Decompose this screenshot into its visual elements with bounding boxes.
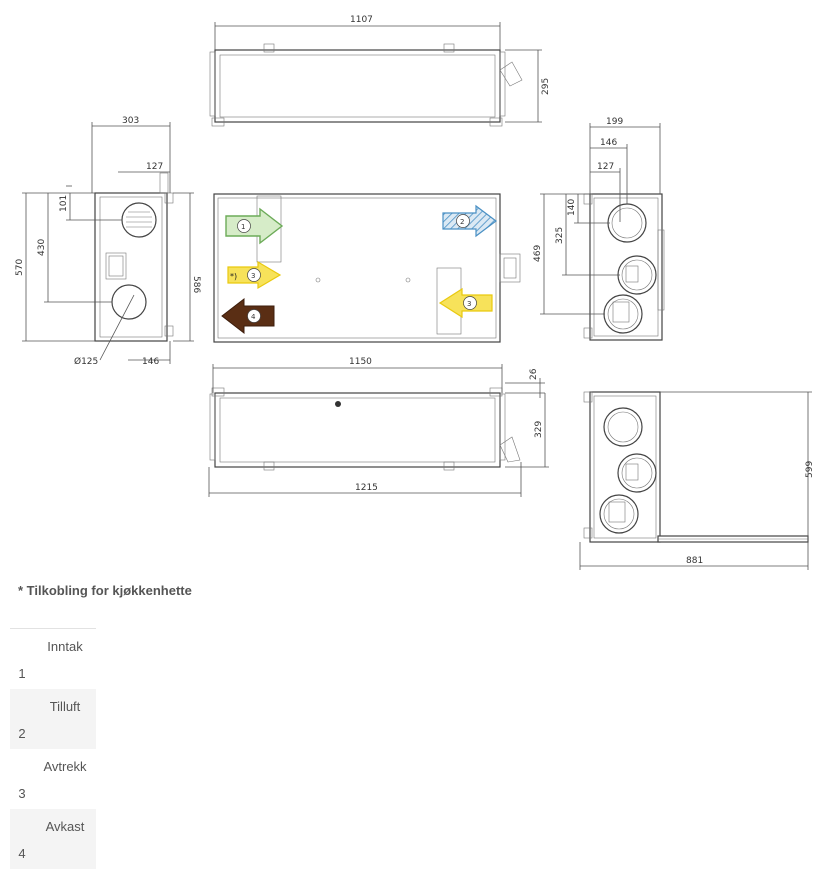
- marker-2: 2: [460, 218, 464, 226]
- left-side-view: 303 127 101 430 570 586 146 Ø125: [15, 116, 201, 367]
- dim-side-inner: 127: [146, 162, 163, 172]
- dim-corner-width: 881: [686, 556, 703, 566]
- legend-label: Avkast: [34, 809, 96, 869]
- dim-right-199: 199: [606, 117, 623, 127]
- dim-top-width: 1107: [350, 15, 373, 25]
- technical-drawing: 1107 295 303 127 101 430: [15, 15, 815, 570]
- marker-asterisk: *): [230, 272, 237, 281]
- dim-right-146: 146: [600, 138, 617, 148]
- dim-corner-height: 599: [805, 461, 815, 478]
- dim-right-325: 325: [555, 227, 565, 244]
- dim-side-586: 586: [191, 276, 201, 293]
- legend-row: 1 Inntak: [10, 629, 96, 690]
- legend-row: 4 Avkast: [10, 809, 96, 869]
- corner-view: 599 881: [579, 391, 815, 570]
- dim-side-430: 430: [37, 239, 47, 256]
- dim-right-469: 469: [533, 245, 543, 262]
- dim-side-offset: 101: [59, 195, 69, 212]
- legend-label: Tilluft: [34, 689, 96, 749]
- dim-side-width: 303: [122, 116, 139, 126]
- dim-top-height: 295: [541, 78, 551, 95]
- dim-right-127: 127: [597, 162, 614, 172]
- marker-1: 1: [241, 223, 245, 231]
- kitchen-hood-note: * Tilkobling for kjøkkenhette: [18, 583, 192, 598]
- legend-label: Inntak: [47, 639, 83, 654]
- legend-number: 2: [10, 689, 34, 749]
- marker-4: 4: [251, 313, 256, 321]
- marker-3: 3: [251, 272, 255, 280]
- dim-side-146: 146: [142, 357, 159, 367]
- marker-3b: 3: [467, 300, 471, 308]
- legend-row: 2 Tilluft: [10, 689, 96, 749]
- legend-number: 1: [18, 666, 26, 681]
- legend-label: Avtrekk: [43, 759, 87, 774]
- dim-bottom-width: 1215: [355, 483, 378, 493]
- right-side-view: 199 146 127 140 325 469: [533, 117, 665, 341]
- dim-side-570: 570: [15, 259, 25, 276]
- dim-front-width: 1150: [349, 357, 372, 367]
- legend-number: 4: [10, 809, 34, 869]
- legend-table: 1 Inntak 2 Tilluft 3 Avtrekk 4 Avkast: [10, 628, 96, 869]
- bottom-view: 1150 26 329 1215: [208, 357, 549, 497]
- top-view: 1107 295: [209, 15, 551, 127]
- dim-diameter: Ø125: [74, 356, 98, 367]
- legend-number: 3: [18, 786, 26, 801]
- front-view: 1 2 *) 3 3 4: [213, 193, 521, 343]
- dim-right-140: 140: [567, 199, 577, 216]
- dim-bottom-329: 329: [534, 421, 544, 438]
- legend-row: 3 Avtrekk: [10, 749, 96, 809]
- dim-bottom-26: 26: [529, 368, 539, 380]
